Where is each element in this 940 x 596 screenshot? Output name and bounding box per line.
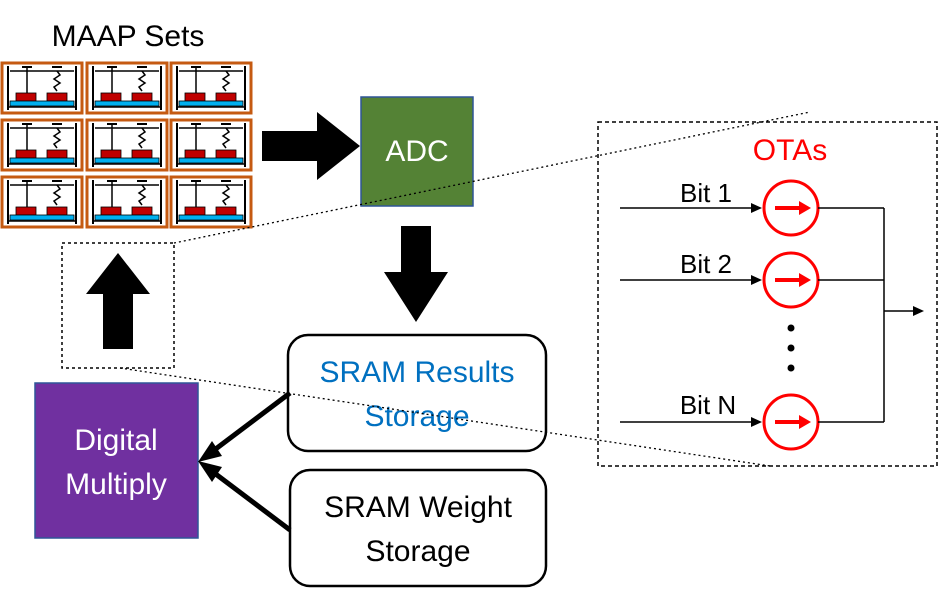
maap-cell [85, 175, 169, 229]
maap-grid [0, 61, 253, 229]
ota-panel [597, 121, 938, 467]
sram-results-storage: SRAM Results Storage [286, 333, 548, 453]
maap-cell [169, 175, 253, 229]
digital-multiply-line2: Multiply [65, 468, 167, 501]
arrow-up-icon [86, 253, 150, 349]
sram-to-multiply-arrows [198, 391, 292, 532]
otas-title: OTAs [753, 134, 827, 167]
sram-weight-line1: SRAM Weight [324, 491, 513, 524]
adc-block: ADC [360, 96, 474, 207]
ota-ellipsis [787, 324, 795, 372]
bit1-label: Bit 1 [680, 178, 732, 208]
sram-results-line2: Storage [364, 400, 469, 433]
sram-weight-line2: Storage [365, 535, 470, 568]
maap-cell [85, 61, 169, 115]
digital-multiply-line1: Digital [74, 424, 157, 457]
ota-symbol-icon [762, 179, 820, 237]
sram-results-line1: SRAM Results [319, 356, 514, 389]
output-arrow-icon [913, 306, 924, 316]
sram-weight-storage: SRAM Weight Storage [288, 468, 548, 588]
maap-cell [0, 175, 84, 229]
ota-input-bit2: Bit 2 [620, 249, 762, 285]
zoom-line-top [173, 111, 811, 244]
maap-cell [169, 118, 253, 172]
digital-multiply-block: Digital Multiply [34, 382, 199, 539]
maap-cell [0, 61, 84, 115]
ota-output-bus [818, 207, 924, 423]
ota-symbol-icon [762, 251, 820, 309]
ota-input-bit1: Bit 1 [620, 178, 762, 213]
arrow-right-icon [262, 112, 360, 180]
arrow-down-icon [384, 226, 448, 322]
ota-symbol-icon [762, 393, 820, 451]
ota-input-bitn: Bit N [620, 390, 762, 427]
maap-sets-title: MAAP Sets [52, 20, 205, 53]
zoom-source-box [61, 242, 175, 369]
bitn-label: Bit N [680, 390, 736, 420]
maap-cell [169, 61, 253, 115]
maap-cell [0, 118, 84, 172]
bit2-label: Bit 2 [680, 249, 732, 279]
maap-cell [85, 118, 169, 172]
adc-label: ADC [385, 135, 448, 168]
